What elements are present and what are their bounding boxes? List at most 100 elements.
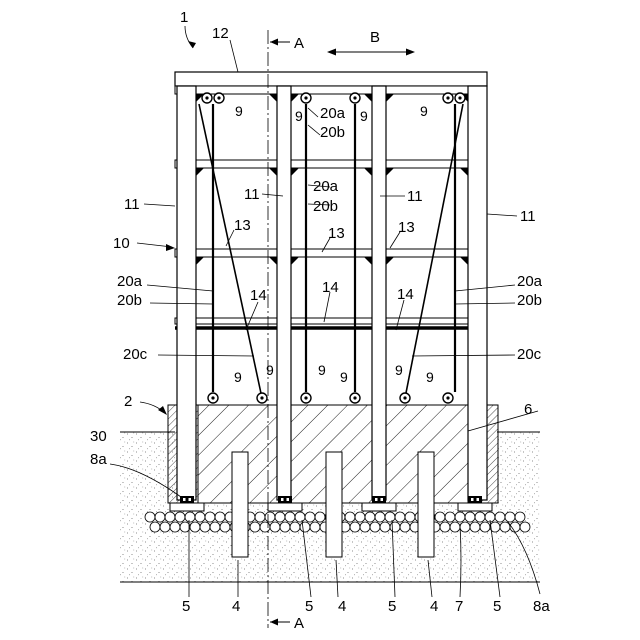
gravel-stone bbox=[180, 522, 190, 532]
anchor-bolt bbox=[189, 498, 192, 501]
gravel-stone bbox=[460, 522, 470, 532]
gravel-stone bbox=[190, 522, 200, 532]
label-pole-center-left: 11 bbox=[244, 186, 260, 203]
label-pile-1: 4 bbox=[232, 598, 240, 615]
beam-4 bbox=[175, 318, 487, 324]
label-beam-right: 13 bbox=[398, 219, 415, 236]
label-pole-right: 11 bbox=[520, 208, 536, 225]
joint-bracket bbox=[291, 257, 299, 265]
gravel-stone bbox=[200, 522, 210, 532]
label-chain-b-right: 20b bbox=[517, 292, 542, 309]
gravel-stone bbox=[350, 522, 360, 532]
label-chain-c-right: 20c bbox=[517, 346, 542, 363]
gravel-stone bbox=[280, 522, 290, 532]
joint-bracket bbox=[196, 168, 204, 176]
gravel-stone bbox=[250, 522, 260, 532]
label-section-a-top: A bbox=[294, 35, 304, 52]
gravel-stone bbox=[400, 522, 410, 532]
base-plate-2 bbox=[268, 503, 302, 511]
joint-bracket bbox=[460, 168, 468, 176]
gravel-stone bbox=[495, 512, 505, 522]
anchor-bolt bbox=[381, 498, 384, 501]
joint-bracket bbox=[291, 168, 299, 176]
hook-center bbox=[353, 96, 356, 99]
pile-1 bbox=[232, 452, 248, 557]
label-chain-a-center-top: 20a bbox=[320, 105, 346, 122]
gravel-stone bbox=[255, 512, 265, 522]
gravel-stone bbox=[445, 512, 455, 522]
pole-4 bbox=[468, 86, 487, 500]
label-hook-4: 9 bbox=[420, 103, 428, 119]
gravel-stone bbox=[170, 522, 180, 532]
gravel-stone bbox=[390, 522, 400, 532]
label-hook-1: 9 bbox=[235, 103, 243, 119]
label-pole-center-right: 11 bbox=[407, 188, 423, 205]
gravel-stone bbox=[160, 522, 170, 532]
joint-bracket bbox=[386, 168, 394, 176]
hook-center bbox=[260, 396, 263, 399]
gravel-stone bbox=[300, 522, 310, 532]
gravel-stone bbox=[455, 512, 465, 522]
top-frame bbox=[175, 72, 487, 86]
joint-bracket bbox=[364, 257, 372, 265]
joint-bracket bbox=[460, 257, 468, 265]
gravel-stone bbox=[500, 522, 510, 532]
gravel-stone bbox=[345, 512, 355, 522]
hook-center bbox=[211, 396, 214, 399]
label-assembly: 1 bbox=[180, 9, 188, 26]
joint-bracket bbox=[364, 94, 372, 102]
label-chain-a-center-mid: 20a bbox=[313, 178, 339, 195]
gravel-stone bbox=[205, 512, 215, 522]
label-pole-left: 11 bbox=[124, 196, 140, 213]
label-chain-a-left: 20a bbox=[117, 273, 143, 290]
gravel-stone bbox=[210, 522, 220, 532]
label-chain-b-left: 20b bbox=[117, 292, 142, 309]
joint-bracket bbox=[196, 257, 204, 265]
label-hook-5: 9 bbox=[234, 369, 242, 385]
gravel-stone bbox=[385, 512, 395, 522]
gravel-stone bbox=[315, 512, 325, 522]
chains bbox=[213, 104, 455, 392]
label-hook-3: 9 bbox=[360, 108, 368, 124]
anchor-bolt bbox=[281, 498, 284, 501]
label-anchor-right: 8a bbox=[533, 598, 550, 615]
pole-3 bbox=[372, 86, 386, 500]
gravel-stone bbox=[365, 512, 375, 522]
anchor-bolt bbox=[471, 498, 474, 501]
gravel-stone bbox=[515, 512, 525, 522]
label-chain-a-right: 20a bbox=[517, 273, 543, 290]
hook-center bbox=[446, 96, 449, 99]
label-brace-right: 14 bbox=[397, 286, 414, 303]
label-hook-2: 9 bbox=[295, 108, 303, 124]
gravel-stone bbox=[480, 522, 490, 532]
base-plate-3 bbox=[362, 503, 396, 511]
base-plate-4 bbox=[458, 503, 492, 511]
gravel-stone bbox=[155, 512, 165, 522]
label-chain-b-center-top: 20b bbox=[320, 124, 345, 141]
label-hook-6: 9 bbox=[266, 362, 274, 378]
label-hook-9: 9 bbox=[395, 362, 403, 378]
beam-2 bbox=[175, 160, 487, 168]
label-concrete: 6 bbox=[524, 401, 532, 418]
pile-2 bbox=[326, 452, 342, 557]
label-pile-3: 4 bbox=[430, 598, 438, 615]
label-anchor-left: 8a bbox=[90, 451, 107, 468]
label-gravel: 7 bbox=[455, 598, 463, 615]
gravel-stone bbox=[260, 522, 270, 532]
anchor-bolt bbox=[477, 498, 480, 501]
gravel-stone bbox=[360, 522, 370, 532]
joint-bracket bbox=[364, 168, 372, 176]
gravel-stone bbox=[275, 512, 285, 522]
label-base-plate-4: 5 bbox=[493, 598, 501, 615]
hook-center bbox=[446, 396, 449, 399]
anchor-bolt bbox=[183, 498, 186, 501]
label-brace-left: 14 bbox=[250, 287, 267, 304]
label-base-plate-1: 5 bbox=[182, 598, 190, 615]
label-beam-left: 13 bbox=[234, 217, 251, 234]
pole-1 bbox=[177, 86, 196, 500]
gravel-stone bbox=[185, 512, 195, 522]
hook-center bbox=[304, 396, 307, 399]
base-plate-1 bbox=[170, 503, 204, 511]
label-frame: 10 bbox=[113, 235, 130, 252]
